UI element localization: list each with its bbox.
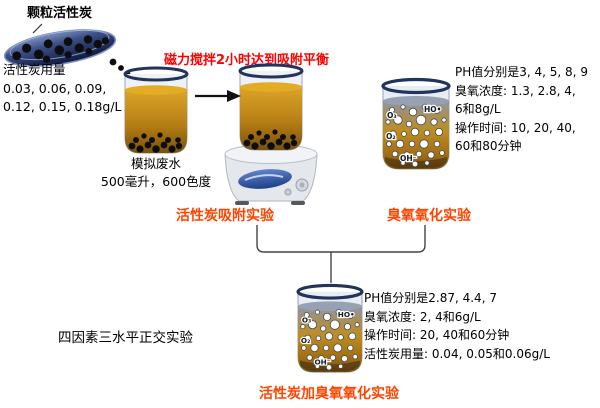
combined-condition-line: PH值分别是2.87, 4.4, 7 [364, 291, 497, 305]
dish-carbon-particles [12, 35, 110, 63]
petri-dish [3, 29, 131, 77]
wastewater-caption-line2: 500毫升，600色度 [100, 174, 212, 189]
combined-condition-line: 活性炭用量: 0.04, 0.05和0.06g/L [364, 346, 550, 361]
wastewater-caption: 模拟废水 500毫升，600色度 [86, 155, 226, 191]
combined-condition-line: 操作时间: 20, 40和60分钟 [364, 328, 510, 342]
ozone-condition-line: PH值分别是3, 4, 5, 8, 9 [455, 65, 588, 79]
ozone-conditions: PH值分别是3, 4, 5, 8, 9 臭氧浓度: 1.3, 2.8, 4, 6… [455, 63, 588, 156]
carbon-dosage-values-1: 0.03, 0.06, 0.09, [3, 80, 107, 96]
stirrer-foot-right [291, 201, 305, 205]
ozone-condition-line: 60和80分钟 [455, 139, 522, 153]
beaker-wastewater [123, 66, 189, 155]
petri-dish-plate [3, 29, 117, 67]
stir-note: 磁力搅拌2小时达到吸附平衡 [164, 53, 330, 68]
beaker-stirring [238, 63, 304, 152]
carbon-dosage-title: 活性炭用量 [3, 62, 66, 77]
ozone-condition-line: 操作时间: 10, 20, 40, [455, 120, 576, 135]
adsorption-experiment-label: 活性炭吸附实验 [176, 208, 274, 224]
combined-experiment-label: 活性炭加臭氧氧化实验 [259, 386, 399, 402]
stirrer-foot-left [235, 201, 249, 205]
carbon-dosage-text: 活性炭用量 0.03, 0.06, 0.09, 0.12, 0.15, 0.18… [3, 61, 122, 117]
ozone-condition-line: 臭氧浓度: 1.3, 2.8, 4, [455, 83, 576, 98]
flow-arrow [195, 90, 241, 102]
beaker-ozone [381, 77, 451, 171]
stirrer-logo-oval [238, 169, 292, 189]
granular-carbon-label: 颗粒活性炭 [27, 6, 93, 21]
orthogonal-note: 四因素三水平正交实验 [58, 330, 193, 346]
combined-condition-line: 臭氧浓度: 2, 4和6g/L [364, 309, 481, 324]
ozone-experiment-label: 臭氧氧化实验 [387, 208, 471, 224]
connector-bracket [256, 225, 426, 253]
stirrer-logo-swoosh [244, 174, 284, 181]
stirrer-button [284, 188, 292, 196]
stirrer-dial-center [299, 182, 305, 188]
combined-conditions: PH值分别是2.87, 4.4, 7 臭氧浓度: 2, 4和6g/L 操作时间:… [364, 289, 550, 363]
beaker-combined [296, 283, 364, 374]
wastewater-caption-line1: 模拟废水 [130, 156, 181, 171]
ozone-condition-line: 6和8g/L [455, 102, 501, 116]
carbon-dosage-values-2: 0.12, 0.15, 0.18g/L [3, 99, 122, 114]
